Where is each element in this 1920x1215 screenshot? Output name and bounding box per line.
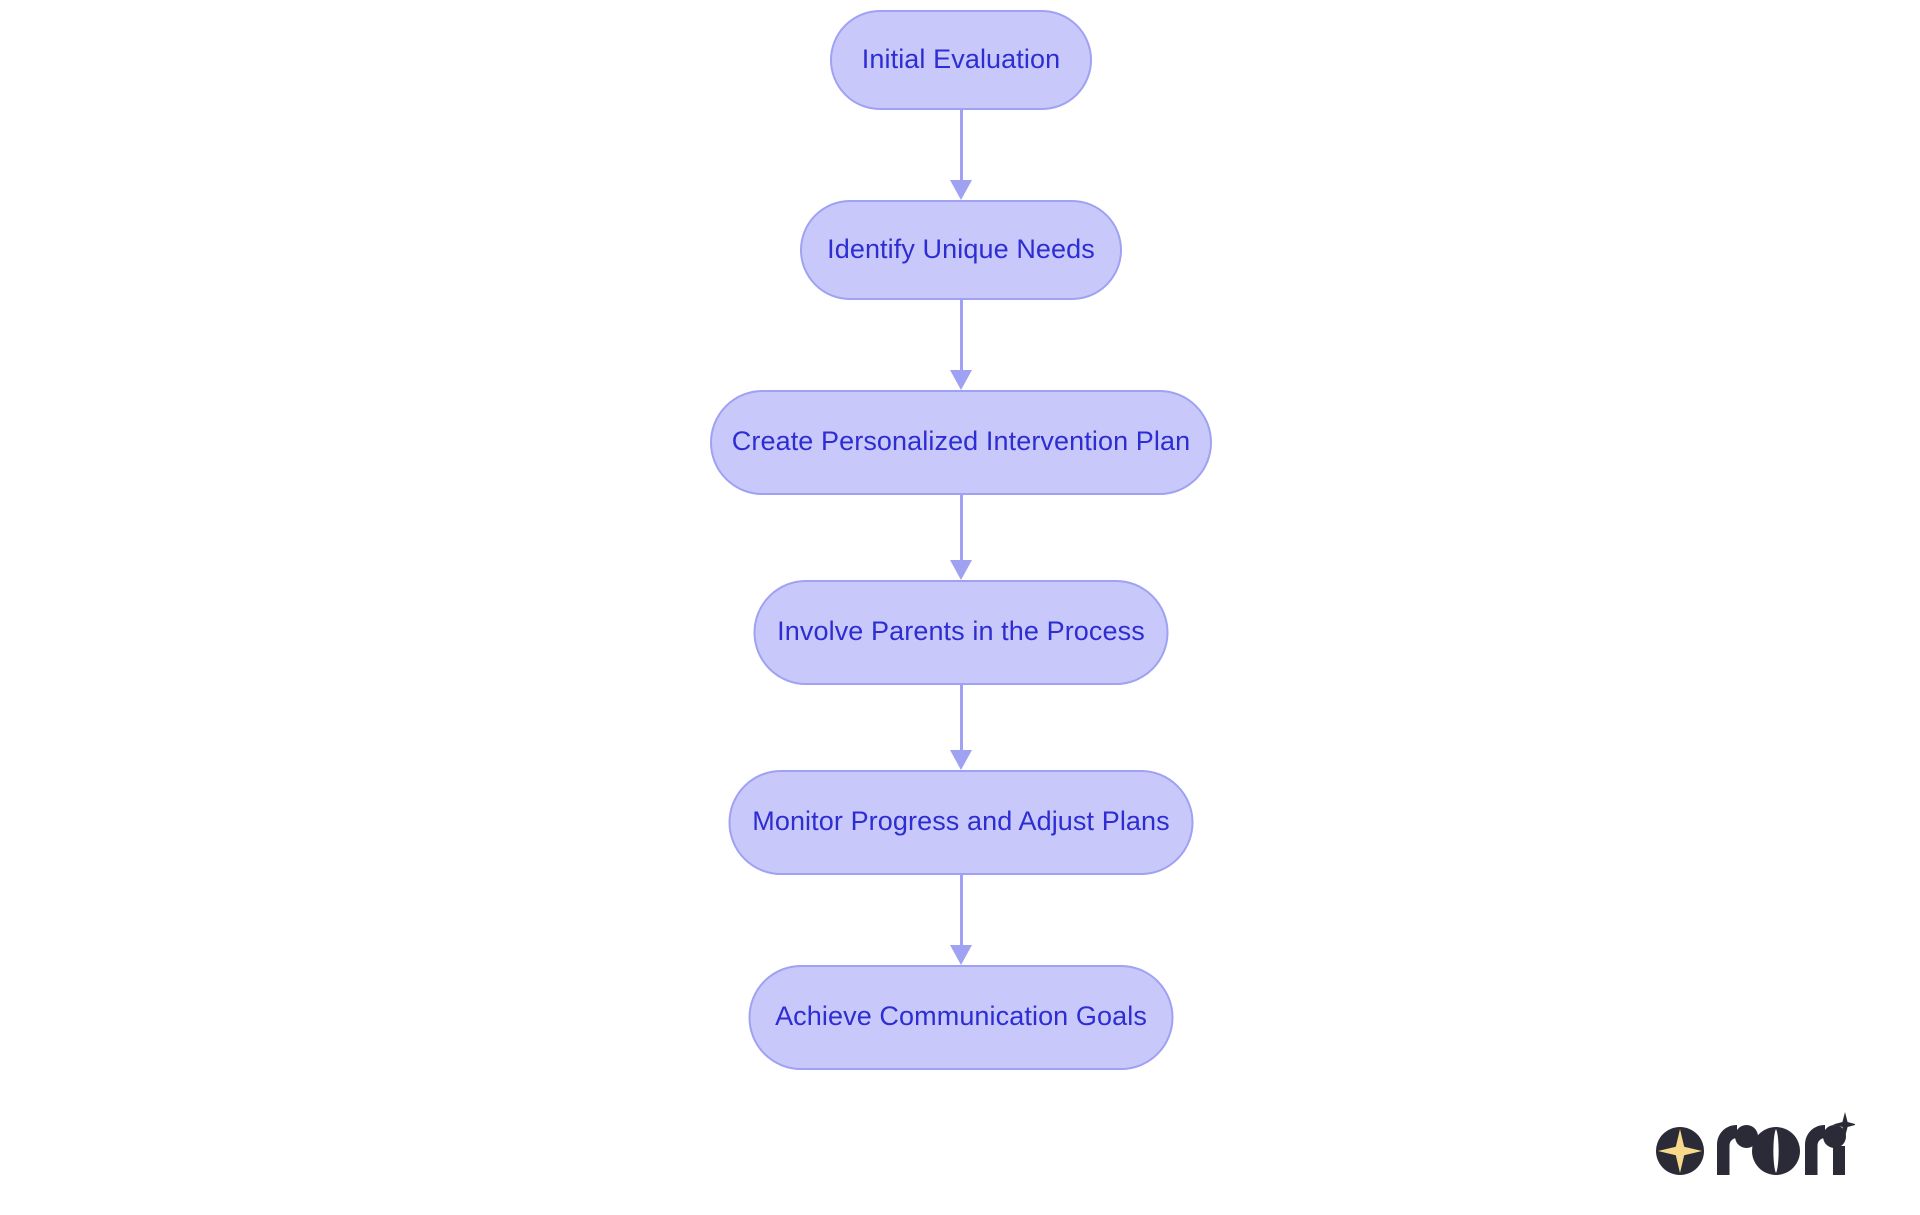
flow-edge-4-to-5 <box>949 685 973 770</box>
arrowhead-down-icon <box>950 560 972 580</box>
flow-node-create-personalized-intervention-plan[interactable]: Create Personalized Intervention Plan <box>710 390 1212 495</box>
flow-node-identify-unique-needs[interactable]: Identify Unique Needs <box>800 200 1122 300</box>
logo-letter-r-2 <box>1805 1125 1846 1175</box>
flow-node-label: Create Personalized Intervention Plan <box>731 426 1191 456</box>
flow-node-initial-evaluation[interactable]: Initial Evaluation <box>830 10 1092 110</box>
rori-logo <box>1655 1108 1857 1188</box>
edge-line <box>959 495 963 560</box>
flow-edge-2-to-3 <box>949 300 973 390</box>
edge-line <box>959 110 963 180</box>
logo-letter-o <box>1752 1127 1800 1175</box>
flow-node-label: Initial Evaluation <box>861 43 1061 74</box>
flow-edge-1-to-2 <box>949 110 973 200</box>
flow-node-label: Achieve Communication Goals <box>775 1001 1147 1031</box>
sparkle-star-icon <box>1656 1127 1704 1175</box>
flow-node-label: Identify Unique Needs <box>827 233 1095 264</box>
flow-node-monitor-progress-and-adjust-plans[interactable]: Monitor Progress and Adjust Plans <box>728 770 1194 875</box>
arrowhead-down-icon <box>950 750 972 770</box>
flow-node-label: Monitor Progress and Adjust Plans <box>752 806 1170 836</box>
edge-line <box>959 685 963 750</box>
edge-line <box>959 300 963 370</box>
flow-edge-5-to-6 <box>949 875 973 965</box>
logo-letter-i <box>1833 1112 1857 1175</box>
flow-node-achieve-communication-goals[interactable]: Achieve Communication Goals <box>748 965 1174 1070</box>
arrowhead-down-icon <box>950 370 972 390</box>
flow-node-label: Involve Parents in the Process <box>777 616 1145 646</box>
arrowhead-down-icon <box>950 180 972 200</box>
flow-edge-3-to-4 <box>949 495 973 580</box>
arrowhead-down-icon <box>950 945 972 965</box>
logo-letter-r-1 <box>1717 1125 1758 1175</box>
flow-node-involve-parents-in-the-process[interactable]: Involve Parents in the Process <box>753 580 1169 685</box>
edge-line <box>959 875 963 945</box>
